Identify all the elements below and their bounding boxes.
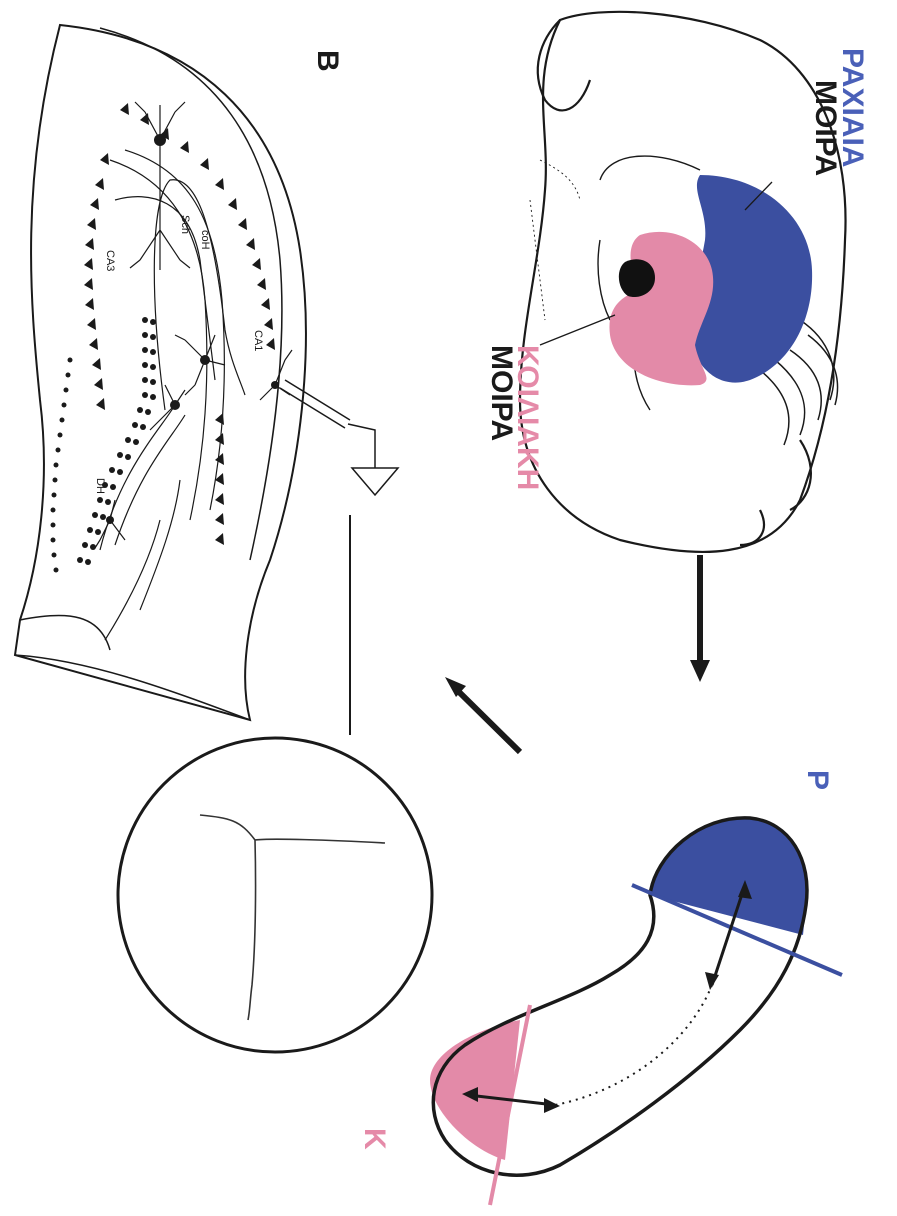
dorsal-cap [650, 818, 807, 935]
ventral-region [609, 232, 713, 385]
schaffer-collateral [154, 180, 245, 410]
panel-p-label: P [801, 770, 834, 790]
arrow-diagonal [455, 688, 520, 752]
amplifier-symbol [352, 468, 398, 495]
cortex-texture [530, 160, 580, 320]
fiber-bundle [110, 150, 224, 520]
ca3-label: CA3 [104, 250, 116, 271]
ca1-label: CA1 [252, 330, 264, 351]
electrode-shaft [280, 380, 350, 428]
panel-b-label: B [311, 50, 344, 72]
sch-label: Sch [179, 215, 191, 234]
ventral-label-line2: ΜΟΙΡΑ [485, 345, 518, 441]
ca-pyramidal-layer [84, 103, 275, 545]
ventral-leader-line [540, 315, 615, 345]
hippocampus-schematic [430, 818, 842, 1205]
arrow-down-head [690, 660, 710, 682]
panel-k-label: K [358, 1128, 391, 1150]
commissural-path [115, 197, 215, 380]
ventral-axis-head-right [544, 1098, 560, 1113]
electrode-wire [348, 424, 375, 470]
flow-arrows [445, 555, 710, 752]
coh-label: coH [199, 230, 211, 250]
brainstem [740, 440, 811, 545]
ca1-neuron [175, 335, 225, 395]
ca3-neuron [130, 102, 190, 270]
pyramidal-neurons [95, 102, 292, 548]
longitudinal-dotted-path [555, 985, 712, 1105]
perforant-path [105, 480, 180, 640]
trace-circle [118, 738, 432, 1052]
recording-trace-inset [118, 738, 432, 1052]
dg-label: DH [94, 478, 106, 494]
slice-base [15, 615, 250, 720]
dorsal-axis-head-bottom [705, 972, 719, 990]
dorsal-label-line2: ΜΟΙΡΑ [809, 80, 842, 176]
